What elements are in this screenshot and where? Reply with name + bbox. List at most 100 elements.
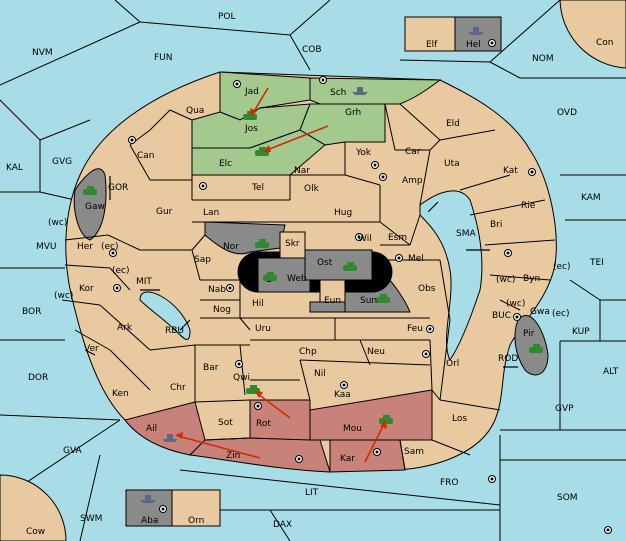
label-sun: Sun — [360, 296, 377, 306]
label-sch: Sch — [330, 88, 346, 98]
label-lit: LIT — [305, 488, 319, 498]
province-ost[interactable] — [304, 249, 373, 281]
label-orl: Orl — [446, 359, 459, 369]
label-uta: Uta — [444, 159, 460, 169]
label-kar: Kar — [340, 454, 355, 464]
label-uru: Uru — [255, 324, 271, 334]
label-cob: COB — [302, 45, 322, 55]
label-kam: KAM — [581, 193, 601, 203]
label-byn: Byn — [523, 274, 540, 284]
label-chp: Chp — [299, 347, 317, 357]
label-sma: SMA — [456, 229, 476, 239]
label-hel: Hel — [466, 40, 481, 50]
inner-sea-east — [419, 190, 483, 361]
label-chr: Chr — [170, 383, 186, 393]
label-gur: Gur — [156, 207, 173, 217]
label-gaw: Gaw — [85, 202, 105, 212]
label-mou: Mou — [343, 424, 362, 434]
land-borders — [61, 103, 556, 471]
label-pol: POL — [218, 12, 236, 22]
army-unit[interactable] — [343, 262, 357, 271]
label-rie: Rie — [521, 201, 536, 211]
label-ken: Ken — [112, 389, 129, 399]
label-fro: FRO — [440, 478, 459, 488]
label-nog: Nog — [213, 305, 231, 315]
label-sam: Sam — [404, 447, 424, 457]
label-bri: Bri — [490, 220, 502, 230]
label-jad: Jad — [244, 87, 259, 97]
label-ark: Ark — [117, 323, 133, 333]
army-unit[interactable] — [376, 294, 390, 303]
label-som: SOM — [557, 493, 578, 503]
army-unit[interactable] — [243, 111, 257, 120]
passage-markers — [109, 176, 518, 368]
label-obs: Obs — [418, 284, 436, 294]
province-gaw[interactable] — [73, 168, 107, 241]
label-sap: Sap — [194, 255, 211, 265]
fleet-unit[interactable] — [140, 495, 156, 503]
label-pir: Pir — [523, 329, 535, 339]
fleet-unit[interactable] — [468, 27, 484, 35]
label-aba: Aba — [141, 516, 158, 526]
province-cow[interactable] — [0, 474, 67, 541]
label-gwa: Gwa — [530, 307, 550, 317]
label-bor: BOR — [22, 307, 41, 317]
label-ec3: (ec) — [553, 262, 571, 272]
label-alt: ALT — [603, 367, 619, 377]
label-ovd: OVD — [557, 108, 577, 118]
label-bar: Bar — [203, 363, 219, 373]
label-qua: Qua — [186, 106, 204, 116]
label-wc1: (wc) — [48, 218, 67, 228]
army-unit[interactable] — [529, 344, 543, 353]
label-neu: Neu — [367, 347, 385, 357]
label-fun: FUN — [154, 53, 173, 63]
label-ail: Ail — [146, 424, 157, 434]
label-gva: GVA — [63, 446, 83, 456]
label-rot: Rot — [256, 419, 271, 429]
province-pir[interactable] — [514, 314, 549, 376]
label-dax: DAX — [273, 520, 292, 530]
label-her: Her — [77, 242, 93, 252]
order-arrows — [175, 87, 387, 463]
label-wc2: (wc) — [496, 275, 515, 285]
label-kal: KAL — [6, 163, 23, 173]
army-unit[interactable] — [83, 186, 97, 195]
fleet-unit[interactable] — [162, 434, 178, 442]
label-kor: Kor — [79, 284, 94, 294]
label-qwi: Qwi — [233, 373, 250, 383]
label-mel: Mel — [408, 254, 424, 264]
province-eun[interactable] — [319, 279, 346, 303]
label-hil: Hil — [252, 299, 264, 309]
label-lan: Lan — [203, 208, 219, 218]
label-wc3: (wc) — [54, 291, 73, 301]
label-nor: Nor — [223, 242, 239, 252]
province-orn[interactable] — [171, 489, 221, 527]
label-zin: Zin — [226, 451, 240, 461]
label-kat: Kat — [503, 166, 518, 176]
inner-sea — [139, 291, 191, 340]
label-orn: Orn — [188, 516, 204, 526]
army-unit[interactable] — [263, 272, 277, 281]
label-eld: Eld — [446, 119, 460, 129]
label-ec4: (ec) — [552, 309, 570, 319]
province-elf[interactable] — [404, 16, 456, 52]
label-ver: Ver — [84, 344, 99, 354]
label-car: Car — [405, 147, 421, 157]
label-rbu: RBU — [165, 326, 184, 336]
supply-centers — [109, 39, 612, 534]
label-ec2: (ec) — [112, 266, 130, 276]
label-nil: Nil — [314, 369, 326, 379]
fleet-unit[interactable] — [352, 87, 368, 95]
label-esm: Esm — [388, 233, 407, 243]
label-swm: SWM — [80, 514, 102, 524]
label-gor: GOR — [108, 183, 128, 193]
label-nvm: NVM — [32, 48, 53, 58]
label-kup: KUP — [572, 327, 590, 337]
label-ec1: (ec) — [101, 242, 119, 252]
label-yok: Yok — [355, 148, 372, 158]
province-con[interactable] — [559, 0, 626, 69]
label-los: Los — [452, 414, 467, 424]
army-unit[interactable] — [255, 239, 269, 248]
label-elc: Elc — [219, 159, 232, 169]
